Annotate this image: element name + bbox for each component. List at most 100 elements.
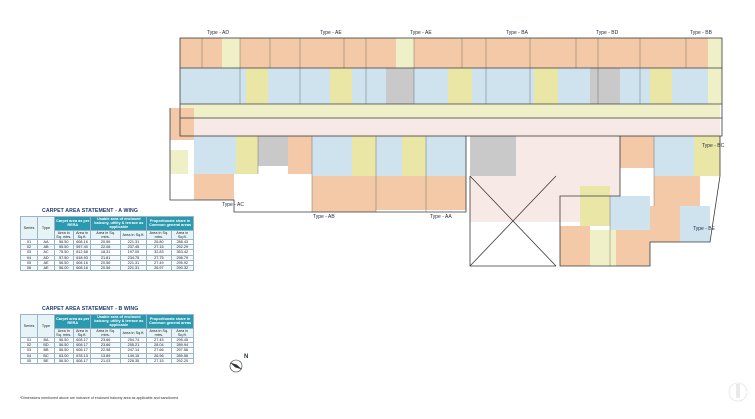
table-cell: BE <box>37 357 55 365</box>
table-cell: BA <box>37 336 55 344</box>
col-carpet: Carpet area as per RERA <box>53 216 92 231</box>
table-cell: 21.03 <box>90 357 121 365</box>
unit-header: Area in Sq. mtrs. <box>90 327 121 339</box>
table-cell: BB <box>37 347 55 354</box>
table-cell: 226.35 <box>119 357 148 365</box>
table-cell: 20.56 <box>90 265 121 272</box>
partitions <box>201 38 687 266</box>
table-cell: 292.20 <box>170 357 194 365</box>
unit-header: Area in Sq.ft. <box>119 229 148 241</box>
table-cell: 221.31 <box>119 265 148 272</box>
col-series: Series <box>20 215 38 241</box>
middle-units <box>180 68 722 118</box>
lower-units-a <box>170 108 466 212</box>
table-cell: AD <box>37 254 55 261</box>
col-proportion: Proportionate share in Common general ar… <box>146 216 194 231</box>
watermark-logo <box>728 382 748 402</box>
unit-header: Area in Sq. mtrs. <box>54 229 74 241</box>
table-cell: 27.49 <box>146 259 172 267</box>
table-cell: 18.31 <box>90 249 121 256</box>
table-cell: 22.06 <box>90 244 121 251</box>
table-cell: 28.04 <box>146 342 172 349</box>
label-type-ab-bottom: Type - AB <box>313 214 335 220</box>
table-cell: 295.45 <box>170 336 194 344</box>
table-cell: 27.66 <box>146 347 172 354</box>
carpet-table-a: Series Type Carpet area as per RERA Usab… <box>20 215 194 272</box>
table-cell: 290.32 <box>170 265 194 272</box>
col-type: Type <box>37 215 55 241</box>
table-cell: 298.79 <box>170 254 194 261</box>
table-cell: 32.83 <box>146 249 172 256</box>
compass-icon <box>229 359 243 373</box>
table-cell: 27.75 <box>146 254 172 261</box>
table-cell: 288.43 <box>170 238 194 246</box>
unit-header: Area in Sq.ft. <box>170 229 194 241</box>
table-cell: 06 <box>20 265 38 272</box>
unit-header: Area in Sq. mtrs. <box>54 327 74 339</box>
table-cell: AE <box>37 259 55 267</box>
table-cell: 297.56 <box>170 347 194 354</box>
table-cell: 295.92 <box>170 259 194 267</box>
unit-header: Area in Sq.ft. <box>170 327 194 339</box>
corridor <box>180 118 720 136</box>
carpet-table-b: Series Type Carpet area as per RERA Usab… <box>20 313 194 365</box>
table-b-title: CARPET AREA STATEMENT - B WING <box>42 306 139 312</box>
top-units <box>180 38 722 68</box>
col-type: Type <box>37 313 55 339</box>
lower-units-b <box>470 136 720 266</box>
table-cell: 20.56 <box>90 238 121 246</box>
label-type-be-right: Type - BE <box>693 226 715 232</box>
table-cell: BD <box>37 342 55 349</box>
table-cell: 26.97 <box>146 265 172 272</box>
table-cell: 13.89 <box>90 352 121 359</box>
table-cell: 608.17 <box>72 357 92 365</box>
label-type-ae-top-1: Type - AE <box>320 30 342 36</box>
table-cell: 26.80 <box>146 238 172 246</box>
table-cell: 26.96 <box>146 352 172 359</box>
unit-header: Area in Sq. mtrs. <box>146 229 172 241</box>
table-cell: 22.98 <box>90 347 121 354</box>
table-cell: 353.42 <box>170 249 194 256</box>
unit-header: Area in Sq.ft. <box>72 327 92 339</box>
col-usable: Usable area of enclosed balcony, utility… <box>90 314 148 329</box>
table-cell: BC <box>37 352 55 359</box>
table-cell: AE <box>37 265 55 272</box>
label-type-ad-top: Type - AD <box>207 30 229 36</box>
table-cell: 27.15 <box>146 244 172 251</box>
table-cell: 23.66 <box>90 336 121 344</box>
walls <box>169 37 723 267</box>
unit-header: Area in Sq. mtrs. <box>90 229 121 241</box>
table-b-footnote: *Dimensions mentioned above are inclusiv… <box>20 396 180 400</box>
col-carpet: Carpet area as per RERA <box>53 314 92 329</box>
table-cell: 20.56 <box>90 259 121 267</box>
table-a-title: CARPET AREA STATEMENT - A WING <box>42 208 138 214</box>
col-series: Series <box>20 313 38 339</box>
north-label: N <box>244 354 249 360</box>
label-type-bc-right: Type - BC <box>702 143 725 149</box>
table-cell: 289.56 <box>170 352 194 359</box>
label-type-ba-top: Type - BA <box>506 30 528 36</box>
table-cell: 292.29 <box>170 244 194 251</box>
table-cell: 05 <box>20 357 38 365</box>
col-proportion: Proportionate share in Common general ar… <box>146 314 194 329</box>
table-cell: AB <box>37 244 55 251</box>
col-usable: Usable area of enclosed balcony, utility… <box>90 216 148 231</box>
table-cell: 27.45 <box>146 336 172 344</box>
unit-header: Area in Sq.ft. <box>119 327 148 339</box>
table-cell: 608.16 <box>72 265 92 272</box>
table-cell: AC <box>37 249 55 256</box>
